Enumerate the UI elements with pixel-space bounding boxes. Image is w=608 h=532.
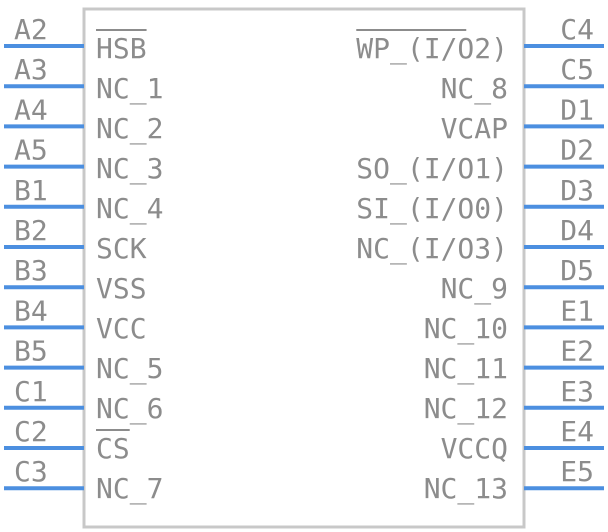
pin-number-b5: B5 — [14, 335, 48, 368]
signal-nc-13: NC_13 — [424, 472, 508, 506]
signal-nc-8: NC_8 — [441, 72, 508, 106]
signal-vcap: VCAP — [441, 112, 508, 145]
pin-number-c2: C2 — [14, 415, 48, 448]
pin-number-e4: E4 — [560, 415, 594, 448]
signal-nc-4: NC_4 — [96, 192, 163, 226]
signal-wp-i-o2: WP_(I/O2) — [356, 32, 508, 66]
signal-nc-3: NC_3 — [96, 152, 163, 186]
signal-nc-i-o3: NC_(I/O3) — [356, 232, 508, 266]
signal-hsb: HSB — [96, 32, 147, 65]
pin-number-c4: C4 — [560, 13, 594, 46]
pin-number-b2: B2 — [14, 214, 48, 247]
signal-nc-5: NC_5 — [96, 352, 163, 386]
pin-number-a2: A2 — [14, 13, 48, 46]
pin-number-d4: D4 — [560, 214, 594, 247]
pin-number-a3: A3 — [14, 53, 48, 86]
signal-nc-6: NC_6 — [96, 392, 163, 426]
signal-vss: VSS — [96, 272, 147, 305]
pin-number-e5: E5 — [560, 455, 594, 488]
pin-number-b1: B1 — [14, 174, 48, 207]
pin-number-e3: E3 — [560, 375, 594, 408]
pin-number-b4: B4 — [14, 294, 48, 327]
signal-sck: SCK — [96, 232, 147, 265]
signal-nc-2: NC_2 — [96, 112, 163, 146]
signal-nc-10: NC_10 — [424, 312, 508, 346]
pin-number-d3: D3 — [560, 174, 594, 207]
signal-nc-7: NC_7 — [96, 472, 163, 506]
pin-number-c5: C5 — [560, 53, 594, 86]
signal-cs: CS — [96, 432, 130, 465]
signal-si-i-o0: SI_(I/O0) — [356, 192, 508, 226]
pin-number-b3: B3 — [14, 254, 48, 287]
signal-so-i-o1: SO_(I/O1) — [356, 152, 508, 186]
pin-number-e2: E2 — [560, 335, 594, 368]
signal-vccq: VCCQ — [441, 432, 508, 465]
pin-number-c1: C1 — [14, 375, 48, 408]
pin-number-a4: A4 — [14, 93, 48, 126]
pin-number-e1: E1 — [560, 294, 594, 327]
pin-number-d5: D5 — [560, 254, 594, 287]
component-body — [82, 7, 526, 529]
pin-number-a5: A5 — [14, 134, 48, 167]
signal-nc-1: NC_1 — [96, 72, 163, 106]
signal-vcc: VCC — [96, 312, 147, 345]
signal-nc-11: NC_11 — [424, 352, 508, 386]
pin-number-d2: D2 — [560, 134, 594, 167]
signal-nc-9: NC_9 — [441, 272, 508, 306]
pin-number-c3: C3 — [14, 455, 48, 488]
signal-nc-12: NC_12 — [424, 392, 508, 426]
pin-number-d1: D1 — [560, 93, 594, 126]
